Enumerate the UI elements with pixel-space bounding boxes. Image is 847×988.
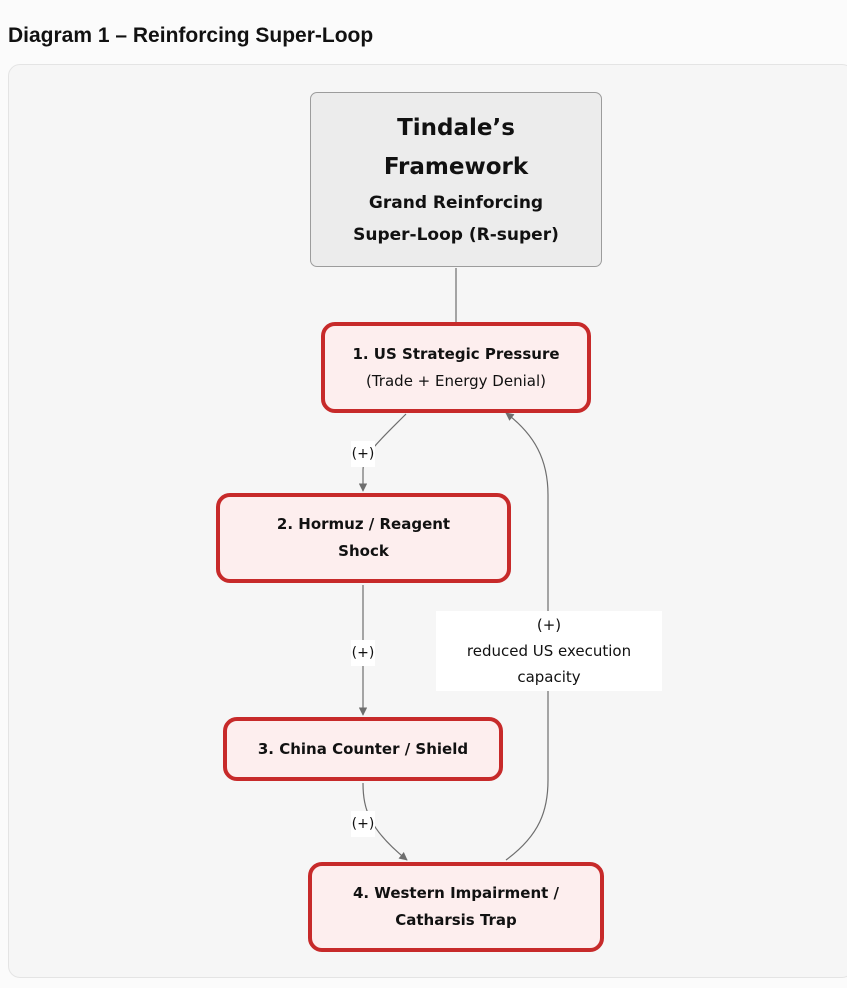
node-china-counter-shield: 3. China Counter / Shield: [223, 717, 503, 781]
node-1-sublabel: (Trade + Energy Denial): [366, 371, 546, 390]
node-3-label: 3. China Counter / Shield: [257, 739, 469, 758]
edge-label-4-1-line1: reduced US execution: [466, 642, 632, 660]
edge-label-4-1-line2: capacity: [517, 668, 581, 686]
node-western-impairment: 4. Western Impairment / Catharsis Trap: [308, 862, 604, 952]
root-subtitle-line1: Grand Reinforcing: [368, 192, 544, 213]
framework-root-node: Tindale’s Framework Grand Reinforcing Su…: [310, 92, 602, 267]
node-hormuz-reagent-shock: 2. Hormuz / Reagent Shock: [216, 493, 511, 583]
diagram-heading: Diagram 1 – Reinforcing Super-Loop: [8, 24, 374, 47]
node-1-label: 1. US Strategic Pressure: [352, 344, 560, 363]
root-subtitle-line2: Super-Loop (R-super): [353, 224, 559, 245]
node-2-label-line1: 2. Hormuz / Reagent: [276, 515, 451, 533]
edge-label-4-1: (+) reduced US execution capacity: [436, 611, 662, 691]
node-4-label-line2: Catharsis Trap: [395, 911, 517, 929]
node-us-strategic-pressure: 1. US Strategic Pressure (Trade + Energy…: [321, 322, 591, 413]
edge-label-3-4: (+): [351, 811, 375, 837]
root-title-line2: Framework: [383, 153, 529, 180]
edge-label-4-1-sign: (+): [536, 616, 562, 634]
edge-label-2-3: (+): [351, 640, 375, 666]
root-title-line1: Tindale’s: [397, 114, 515, 141]
node-4-label-line1: 4. Western Impairment /: [352, 884, 560, 902]
edge-label-1-2: (+): [351, 441, 375, 467]
node-2-label-line2: Shock: [338, 542, 389, 560]
